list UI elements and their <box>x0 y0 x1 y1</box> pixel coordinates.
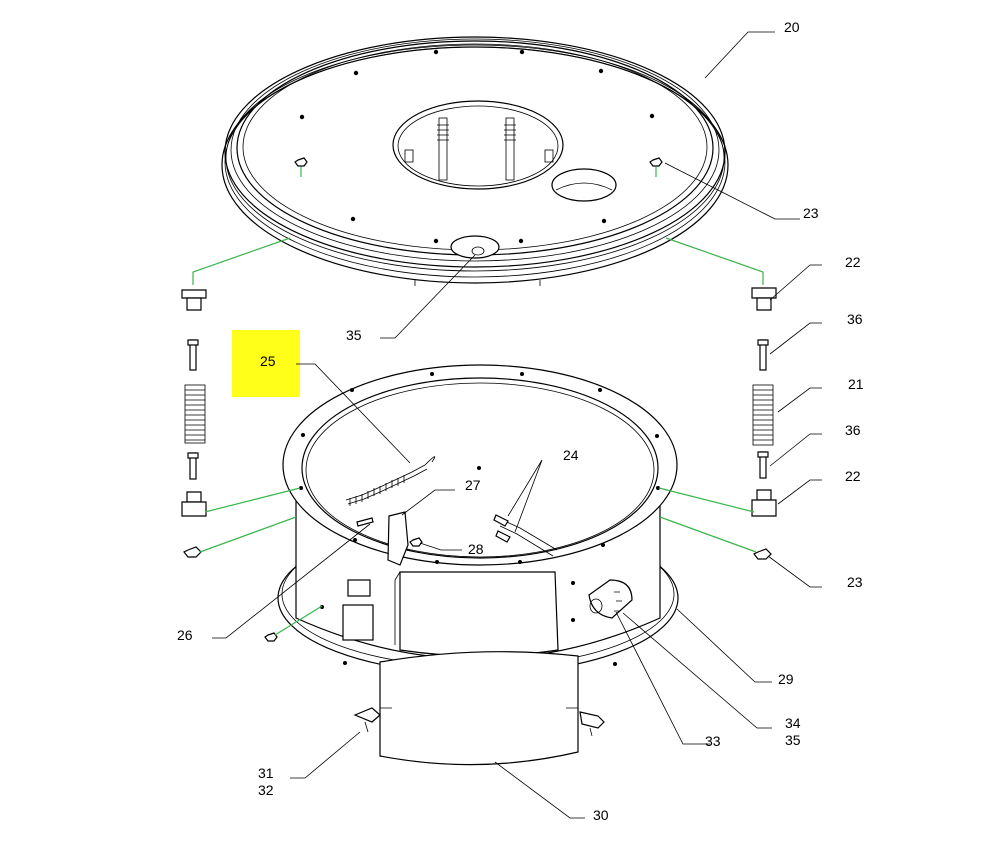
connector-right-upper <box>665 237 764 285</box>
callout-29: 29 <box>778 671 794 687</box>
callout-35-lower: 35 <box>785 732 801 748</box>
connector-left-upper <box>192 237 291 285</box>
connector-right-lower <box>659 516 757 553</box>
callout-36-lower: 36 <box>845 422 861 438</box>
callout-25: 25 <box>260 353 276 369</box>
callout-21: 21 <box>848 376 864 392</box>
connector-nut-26 <box>274 605 323 636</box>
left-spring-stack <box>181 289 207 558</box>
callout-23-upper: 23 <box>803 205 819 221</box>
callout-35-upper: 35 <box>346 327 362 343</box>
callout-36-upper: 36 <box>847 311 863 327</box>
callout-32: 32 <box>258 782 274 798</box>
callout-labels: 20 23 22 36 35 25 21 36 24 27 22 28 23 2… <box>177 19 864 823</box>
callout-22-upper: 22 <box>845 254 861 270</box>
leader-lines <box>212 31 822 819</box>
callout-20: 20 <box>784 19 800 35</box>
callout-33: 33 <box>705 733 721 749</box>
highlight-box-25 <box>232 330 300 397</box>
connector-left-lower <box>199 516 297 553</box>
callout-27: 27 <box>465 477 481 493</box>
callout-31: 31 <box>258 765 274 781</box>
callout-26: 26 <box>177 627 193 643</box>
top-lid <box>221 36 729 286</box>
callout-30: 30 <box>593 807 609 823</box>
connector-left-mid <box>204 487 301 513</box>
callout-23-lower: 23 <box>847 574 863 590</box>
connector-right-mid <box>658 487 755 513</box>
callout-34: 34 <box>785 715 801 731</box>
right-spring-stack <box>751 287 777 560</box>
lower-housing <box>264 364 679 766</box>
callout-24: 24 <box>563 447 579 463</box>
callout-28: 28 <box>468 541 484 557</box>
callout-22-lower: 22 <box>845 468 861 484</box>
